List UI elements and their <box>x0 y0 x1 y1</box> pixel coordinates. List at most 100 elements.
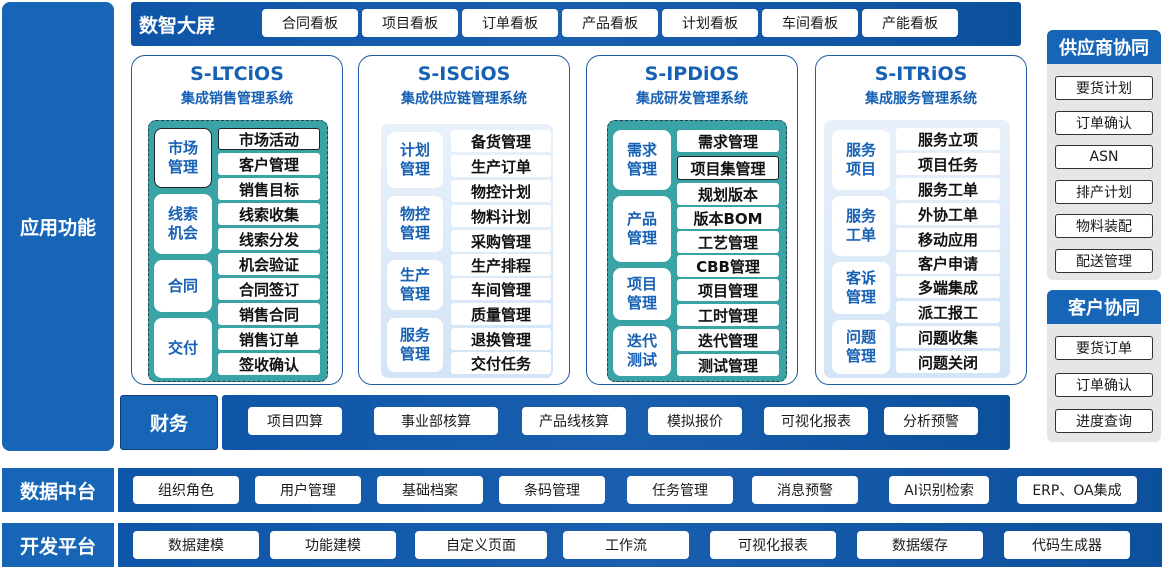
item[interactable]: 交付任务 <box>451 352 551 374</box>
item[interactable]: 车间管理 <box>451 278 551 300</box>
category-plan[interactable]: 计划 管理 <box>387 132 443 188</box>
item[interactable]: 签收确认 <box>218 353 320 375</box>
item[interactable]: 合同签订 <box>218 278 320 300</box>
data-platform-item[interactable]: 条码管理 <box>499 476 605 504</box>
board-workshop[interactable]: 车间看板 <box>762 9 858 37</box>
customer-item[interactable]: 要货订单 <box>1055 336 1153 360</box>
item[interactable]: 客户申请 <box>896 252 1000 274</box>
dashboard-title: 数智大屏 <box>139 14 216 37</box>
item[interactable]: 市场活动 <box>218 128 320 150</box>
data-platform-item[interactable]: 组织角色 <box>133 476 239 504</box>
item[interactable]: 外协工单 <box>896 203 1000 225</box>
data-platform-item[interactable]: 基础档案 <box>377 476 483 504</box>
item[interactable]: 销售合同 <box>218 303 320 325</box>
item[interactable]: 工时管理 <box>677 304 779 326</box>
dev-platform-item[interactable]: 功能建模 <box>270 531 396 559</box>
system-panel-itr: S-ITRiOS 集成服务管理系统 服务 项目 服务 工单 客诉 管理 问题 管… <box>815 55 1027 385</box>
category-service[interactable]: 服务 管理 <box>387 318 443 372</box>
item[interactable]: 生产订单 <box>451 155 551 177</box>
category-product[interactable]: 产品 管理 <box>613 196 671 262</box>
item[interactable]: 客户管理 <box>218 153 320 175</box>
system-subtitle: 集成供应链管理系统 <box>401 91 527 107</box>
category-delivery[interactable]: 交付 <box>154 318 212 378</box>
finance-item[interactable]: 产品线核算 <box>522 407 626 435</box>
dev-platform-item[interactable]: 代码生成器 <box>1004 531 1130 559</box>
data-platform-item[interactable]: 任务管理 <box>627 476 733 504</box>
item[interactable]: 生产排程 <box>451 254 551 276</box>
dev-platform-item[interactable]: 数据建模 <box>133 531 259 559</box>
supplier-item[interactable]: 排产计划 <box>1055 180 1153 204</box>
item[interactable]: 需求管理 <box>677 130 779 152</box>
category-market[interactable]: 市场 管理 <box>154 128 212 188</box>
data-platform-item[interactable]: AI识别检索 <box>889 476 989 504</box>
supplier-item[interactable]: 配送管理 <box>1055 249 1153 273</box>
item[interactable]: 备货管理 <box>451 130 551 152</box>
item[interactable]: 移动应用 <box>896 228 1000 250</box>
customer-item[interactable]: 订单确认 <box>1055 373 1153 397</box>
item[interactable]: 销售订单 <box>218 328 320 350</box>
data-platform-item[interactable]: 消息预警 <box>752 476 858 504</box>
item[interactable]: 多端集成 <box>896 276 1000 298</box>
finance-item[interactable]: 分析预警 <box>884 407 978 435</box>
item[interactable]: 退换管理 <box>451 328 551 350</box>
item[interactable]: 规划版本 <box>677 183 779 205</box>
finance-item[interactable]: 事业部核算 <box>374 407 498 435</box>
supplier-item[interactable]: ASN <box>1055 145 1153 169</box>
data-platform-item[interactable]: 用户管理 <box>255 476 361 504</box>
category-material-control[interactable]: 物控 管理 <box>387 196 443 252</box>
board-capacity[interactable]: 产能看板 <box>862 9 958 37</box>
category-iteration[interactable]: 迭代 测试 <box>613 326 671 376</box>
supplier-item[interactable]: 物料装配 <box>1055 214 1153 238</box>
item[interactable]: 项目任务 <box>896 153 1000 175</box>
supplier-item[interactable]: 要货计划 <box>1055 76 1153 100</box>
system-subtitle: 集成服务管理系统 <box>865 91 977 107</box>
item[interactable]: 项目集管理 <box>677 156 779 180</box>
item[interactable]: 线索分发 <box>218 228 320 250</box>
finance-item[interactable]: 模拟报价 <box>648 407 742 435</box>
category-project[interactable]: 项目 管理 <box>613 268 671 320</box>
item[interactable]: 机会验证 <box>218 253 320 275</box>
item[interactable]: 物控计划 <box>451 180 551 202</box>
item[interactable]: 测试管理 <box>677 354 779 376</box>
category-service-order[interactable]: 服务 工单 <box>832 196 890 256</box>
item[interactable]: 派工报工 <box>896 301 1000 323</box>
category-requirement[interactable]: 需求 管理 <box>613 130 671 190</box>
customer-item[interactable]: 进度查询 <box>1055 409 1153 433</box>
item[interactable]: 项目管理 <box>677 279 779 301</box>
category-contract[interactable]: 合同 <box>154 260 212 312</box>
board-order[interactable]: 订单看板 <box>462 9 558 37</box>
board-plan[interactable]: 计划看板 <box>662 9 758 37</box>
data-platform-item[interactable]: ERP、OA集成 <box>1017 476 1137 504</box>
dev-platform-item[interactable]: 工作流 <box>563 531 689 559</box>
category-leads[interactable]: 线索 机会 <box>154 194 212 254</box>
finance-item[interactable]: 项目四算 <box>248 407 342 435</box>
item[interactable]: 工艺管理 <box>677 231 779 253</box>
board-product[interactable]: 产品看板 <box>562 9 658 37</box>
item[interactable]: 版本BOM <box>677 207 779 229</box>
item[interactable]: 物料计划 <box>451 205 551 227</box>
category-issue[interactable]: 问题 管理 <box>832 320 890 374</box>
system-title: S-IPDiOS <box>644 63 740 85</box>
dev-platform-item[interactable]: 数据缓存 <box>857 531 983 559</box>
item[interactable]: 迭代管理 <box>677 329 779 351</box>
item[interactable]: 线索收集 <box>218 203 320 225</box>
category-production[interactable]: 生产 管理 <box>387 260 443 310</box>
item[interactable]: CBB管理 <box>677 255 779 277</box>
dev-platform-item[interactable]: 可视化报表 <box>710 531 836 559</box>
item[interactable]: 销售目标 <box>218 178 320 200</box>
category-complaint[interactable]: 客诉 管理 <box>832 262 890 314</box>
item[interactable]: 服务工单 <box>896 178 1000 200</box>
item[interactable]: 问题收集 <box>896 326 1000 348</box>
data-platform-label: 数据中台 <box>2 468 114 512</box>
item[interactable]: 服务立项 <box>896 128 1000 150</box>
dev-platform-item[interactable]: 自定义页面 <box>415 531 547 559</box>
system-title: S-LTCiOS <box>190 63 284 85</box>
board-project[interactable]: 项目看板 <box>362 9 458 37</box>
item[interactable]: 采购管理 <box>451 230 551 252</box>
category-service-project[interactable]: 服务 项目 <box>832 130 890 190</box>
item[interactable]: 质量管理 <box>451 303 551 325</box>
supplier-item[interactable]: 订单确认 <box>1055 111 1153 135</box>
board-contract[interactable]: 合同看板 <box>262 9 358 37</box>
item[interactable]: 问题关闭 <box>896 351 1000 373</box>
finance-item[interactable]: 可视化报表 <box>764 407 868 435</box>
